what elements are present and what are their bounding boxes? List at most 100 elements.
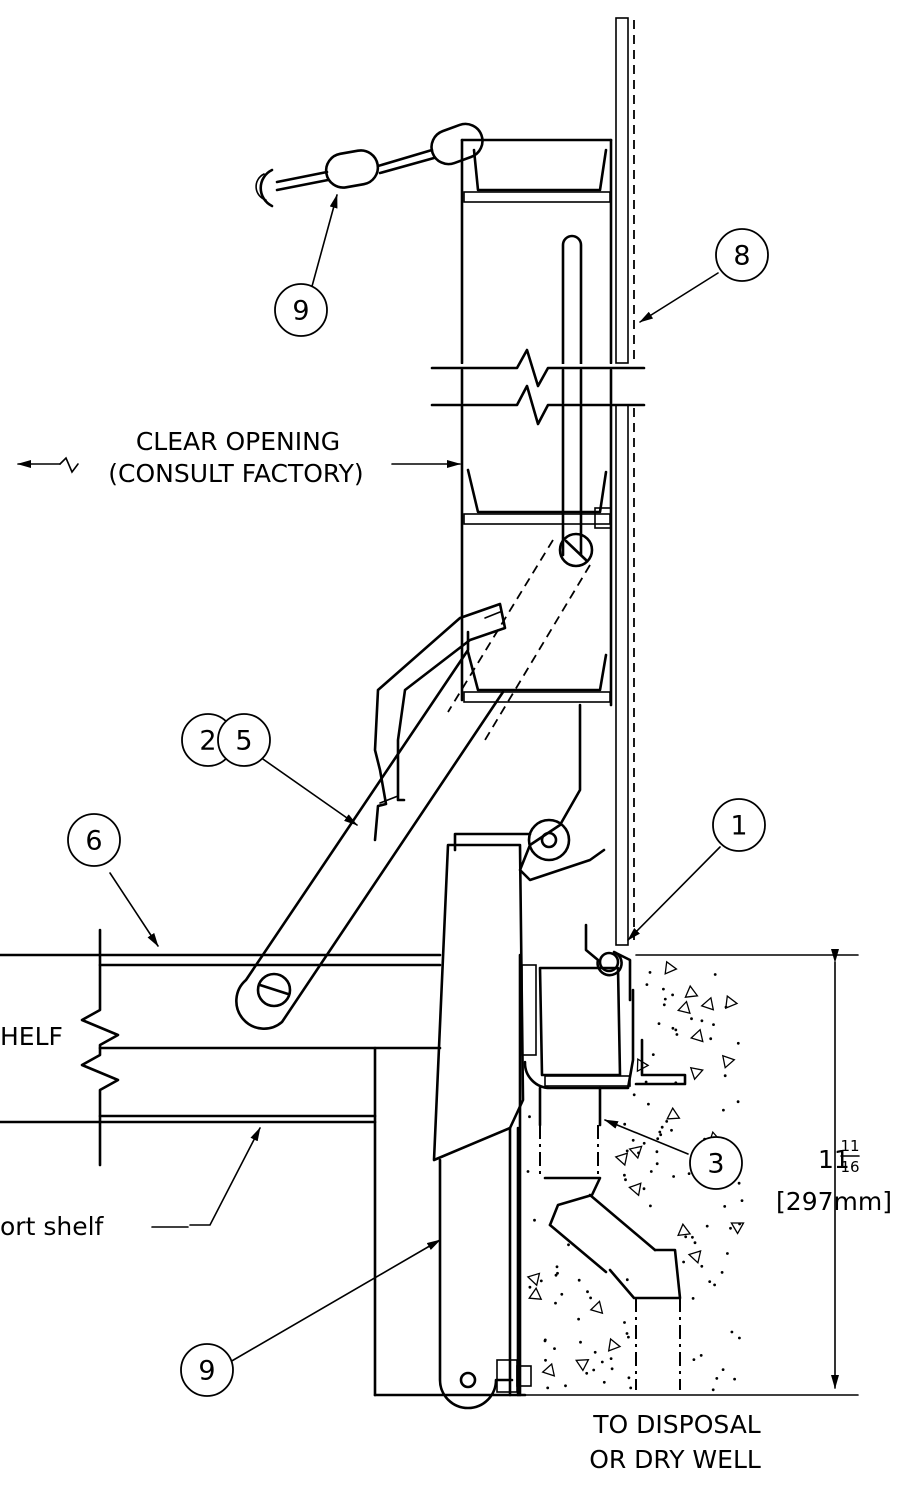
concrete-dot — [700, 1264, 704, 1268]
concrete-dot — [623, 1321, 626, 1324]
concrete-dot — [644, 1080, 648, 1084]
concrete-dot — [546, 1386, 550, 1390]
concrete-dot — [539, 1279, 543, 1283]
concrete-dot — [662, 1003, 666, 1007]
concrete-dot — [560, 1292, 564, 1296]
concrete-aggregate — [700, 996, 715, 1011]
concrete-dot — [624, 1178, 627, 1182]
concrete-dot — [623, 1173, 626, 1177]
concrete-dot — [625, 1332, 629, 1335]
concrete-dot — [733, 1377, 736, 1381]
concrete-dot — [642, 1141, 646, 1145]
callout-8-label: 9 — [292, 296, 309, 327]
lever-arm — [235, 630, 505, 1030]
door-panel — [432, 843, 532, 1410]
concrete-dot — [657, 1022, 661, 1025]
dim-denominator: 16 — [840, 1158, 859, 1176]
concrete-aggregate — [575, 1358, 590, 1372]
concrete-dot — [736, 1041, 740, 1045]
callout-3-label: 3 — [707, 1149, 724, 1180]
concrete-dot — [730, 1330, 734, 1334]
concrete-aggregate — [664, 960, 678, 975]
concrete-dot — [543, 1339, 547, 1343]
dim-metric: [297mm] — [776, 1187, 892, 1216]
concrete-dot — [672, 1175, 675, 1178]
concrete-dot — [737, 1181, 741, 1185]
concrete-dot — [655, 1150, 659, 1154]
grate-bar-mid — [463, 468, 612, 529]
concrete-dot — [632, 1093, 636, 1097]
drain-pipe — [538, 1086, 682, 1390]
concrete-dot — [526, 1170, 530, 1173]
concrete-dot — [593, 1350, 597, 1354]
concrete-dot — [691, 1297, 695, 1300]
break-lines — [430, 348, 650, 426]
dimension-height — [524, 949, 859, 1396]
concrete-fill — [526, 960, 745, 1392]
concrete-aggregate — [689, 1028, 704, 1043]
concrete-dot — [625, 1278, 629, 1282]
disposal-text-1: TO DISPOSAL — [592, 1410, 761, 1439]
concrete-aggregate — [607, 1337, 622, 1352]
concrete-dot — [705, 1224, 709, 1228]
concrete-dot — [649, 1204, 652, 1208]
concrete-dot — [700, 1019, 704, 1023]
concrete-dot — [647, 1102, 650, 1106]
arm-raised-position — [447, 539, 591, 741]
concrete-dot — [533, 1218, 536, 1222]
concrete-dot — [738, 1336, 741, 1340]
concrete-dot — [528, 1285, 532, 1289]
shelf-angle — [0, 928, 527, 1397]
concrete-dot — [674, 1081, 678, 1085]
concrete-dot — [663, 997, 667, 1001]
concrete-aggregate — [730, 1222, 745, 1235]
callout-9: 9 — [180, 1343, 234, 1397]
concrete-dot — [602, 1380, 606, 1384]
concrete-dot — [555, 1265, 559, 1269]
concrete-aggregate — [687, 1250, 702, 1265]
drain-trough — [521, 923, 687, 1090]
concrete-dot — [723, 1074, 727, 1078]
concrete-aggregate — [666, 1106, 681, 1120]
concrete-dot — [656, 1137, 660, 1141]
concrete-dot — [721, 1368, 725, 1371]
lever-bracket — [373, 602, 507, 842]
concrete-dot — [554, 1301, 557, 1305]
concrete-dot — [600, 1360, 604, 1364]
disposal-text-2: OR DRY WELL — [589, 1445, 761, 1474]
concrete-dot — [648, 971, 652, 974]
concrete-dot — [682, 1260, 685, 1264]
concrete-dot — [528, 1115, 531, 1119]
concrete-dot — [567, 1243, 570, 1247]
concrete-aggregate — [526, 1272, 541, 1287]
callout-leaders — [109, 194, 721, 1363]
concrete-dot — [729, 1226, 732, 1230]
concrete-aggregate — [677, 1222, 692, 1237]
concrete-dot — [690, 1017, 693, 1021]
callout-8: 9 — [274, 283, 328, 337]
concrete-dot — [627, 1376, 631, 1380]
concrete-dot — [544, 1358, 547, 1362]
callout-6: 8 — [715, 228, 769, 282]
concrete-dot — [577, 1317, 580, 1321]
shelf-label: HELF — [0, 1022, 63, 1051]
concrete-aggregate — [628, 1182, 642, 1197]
concrete-dot — [736, 1100, 740, 1104]
concrete-dot — [579, 1340, 582, 1344]
concrete-dot — [692, 1358, 696, 1361]
concrete-dot — [589, 1296, 592, 1300]
concrete-dot — [658, 1130, 662, 1134]
concrete-dot — [684, 1235, 688, 1239]
grate-bar-low — [463, 650, 611, 703]
concrete-dot — [610, 1367, 614, 1371]
concrete-dot — [655, 1162, 659, 1166]
callout-3: 3 — [689, 1136, 743, 1190]
concrete-aggregate — [721, 1054, 736, 1069]
concrete-dot — [671, 1026, 675, 1030]
concrete-dot — [723, 1205, 727, 1208]
concrete-dot — [649, 1170, 653, 1173]
concrete-dot — [699, 1354, 703, 1357]
callout-5-label: 5 — [235, 726, 252, 757]
concrete-dot — [659, 1133, 663, 1137]
